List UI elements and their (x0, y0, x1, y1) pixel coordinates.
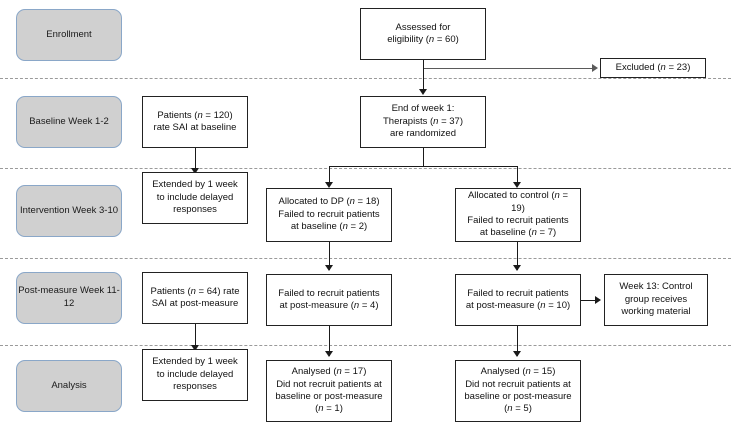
extended-baseline-line-1: Extended by 1 week (152, 179, 238, 191)
analysed-control-line-2: Did not recruit patients at (465, 378, 571, 390)
arrow-down-icon-failed-post-control (513, 265, 521, 271)
analysed-control-line-3: baseline or post-measure (464, 391, 572, 402)
phase-separator-2 (0, 168, 731, 169)
connector-dp-to-post (329, 242, 330, 270)
allocated-dp-line-2: Failed to recruit patients (278, 208, 380, 220)
box-analysed-control: Analysed (n = 15) Did not recruit patien… (455, 360, 581, 422)
week13-line-1: Week 13: Control (619, 281, 693, 293)
assessed-line-2: eligibility (n = 60) (387, 34, 459, 45)
allocated-dp-line-3: at baseline (n = 2) (290, 221, 368, 233)
stage-enrollment-line-1: Enrollment (46, 28, 92, 40)
arrow-right-icon-excluded (592, 64, 598, 72)
box-week13-control-material: Week 13: Control group receives working … (604, 274, 708, 326)
analysed-dp-line-2: Did not recruit patients at (276, 378, 382, 390)
box-patients-rate-sai-baseline: Patients (n = 120) rate SAI at baseline (142, 96, 248, 148)
stage-label-enrollment: Enrollment (16, 9, 122, 61)
failed-post-control-line-1: Failed to recruit patients (467, 287, 569, 299)
analysed-control-line-4: (n = 5) (504, 403, 532, 415)
stage-intervention-line-2: Week 3-10 (72, 204, 119, 216)
patients-baseline-line-2: rate SAI at baseline (153, 122, 237, 133)
connector-failed-dp-to-analysed (329, 326, 330, 356)
randomized-line-2: Therapists (n = 37) (382, 115, 463, 127)
excluded-line-1: Excluded (n = 23) (615, 61, 691, 73)
extended-baseline-line-3: responses (173, 204, 217, 216)
arrow-down-icon-analysed-control (513, 351, 521, 357)
allocated-control-line-1: Allocated to control (n = (467, 190, 569, 202)
box-analysed-dp: Analysed (n = 17) Did not recruit patien… (266, 360, 392, 422)
box-assessed-for-eligibility: Assessed for eligibility (n = 60) (360, 8, 486, 60)
allocated-control-line-4: at baseline (n = 7) (479, 227, 557, 239)
box-allocated-dp: Allocated to DP (n = 18) Failed to recru… (266, 188, 392, 242)
allocated-control-line-2: 19) (511, 202, 525, 214)
arrow-right-icon-week13 (595, 296, 601, 304)
connector-split-right (517, 166, 518, 186)
connector-randomized-down (423, 148, 424, 166)
stage-label-post-measure: Post-measure Week 11-12 (16, 272, 122, 324)
randomized-line-1: End of week 1: (391, 103, 455, 115)
box-patients-rate-sai-post: Patients (n = 64) rate SAI at post-measu… (142, 272, 248, 324)
extended-baseline-line-2: to include delayed (156, 191, 234, 203)
patients-baseline-line-1: Patients (n = 120) (157, 109, 233, 121)
box-failed-post-dp: Failed to recruit patients at post-measu… (266, 274, 392, 326)
patients-post-line-1: Patients (n = 64) rate (150, 285, 240, 297)
stage-label-analysis: Analysis (16, 360, 122, 412)
extended-post-line-2: to include delayed (156, 368, 234, 380)
box-failed-post-control: Failed to recruit patients at post-measu… (455, 274, 581, 326)
box-extended-baseline: Extended by 1 week to include delayed re… (142, 172, 248, 224)
failed-post-control-line-2: at post-measure (n = 10) (465, 300, 571, 311)
connector-failed-control-to-analysed (517, 326, 518, 356)
stage-post-measure-line-2: Week 11-12 (63, 285, 120, 309)
week13-line-3: working material (621, 306, 691, 318)
stage-baseline-line-2: Week 1-2 (68, 115, 109, 127)
analysed-dp-line-4: (n = 1) (315, 403, 343, 415)
connector-control-to-week13 (581, 300, 596, 301)
connector-control-to-post (517, 242, 518, 270)
analysed-dp-line-1: Analysed (n = 17) (291, 366, 367, 378)
connector-post-to-extended (195, 324, 196, 347)
extended-post-line-3: responses (173, 381, 217, 393)
stage-label-baseline: Baseline Week 1-2 (16, 96, 122, 148)
arrow-down-icon-analysed-dp (325, 351, 333, 357)
box-allocated-control: Allocated to control (n = 19) Failed to … (455, 188, 581, 242)
allocated-dp-line-1: Allocated to DP (n = 18) (278, 196, 380, 208)
extended-post-line-1: Extended by 1 week (152, 356, 238, 368)
arrow-down-icon-allocated-dp (325, 182, 333, 188)
arrow-down-icon-randomized (419, 89, 427, 95)
arrow-down-icon-extended-post (191, 345, 199, 351)
phase-separator-1 (0, 78, 731, 79)
box-extended-post: Extended by 1 week to include delayed re… (142, 349, 248, 401)
arrow-down-icon-extended-baseline (191, 168, 199, 174)
connector-split-left (329, 166, 330, 186)
failed-post-dp-line-2: at post-measure (n = 4) (279, 300, 379, 311)
assessed-line-1: Assessed for (395, 21, 451, 33)
stage-analysis-line-1: Analysis (51, 379, 87, 391)
patients-post-line-2: SAI at post-measure (151, 298, 239, 309)
arrow-down-icon-allocated-control (513, 182, 521, 188)
failed-post-dp-line-1: Failed to recruit patients (278, 287, 380, 299)
week13-line-2: group receives (624, 293, 688, 305)
phase-separator-4 (0, 345, 731, 346)
box-therapists-randomized: End of week 1: Therapists (n = 37) are r… (360, 96, 486, 148)
analysed-dp-line-3: baseline or post-measure (275, 391, 383, 402)
connector-assessed-down-stub (423, 60, 424, 68)
arrow-down-icon-failed-post-dp (325, 265, 333, 271)
allocated-control-line-3: Failed to recruit patients (467, 215, 569, 226)
connector-assessed-to-randomized (423, 68, 424, 90)
connector-baseline-to-extended (195, 148, 196, 170)
stage-post-measure-line-1: Post-measure (18, 285, 78, 297)
stage-label-intervention: Intervention Week 3-10 (16, 185, 122, 237)
box-excluded: Excluded (n = 23) (600, 58, 706, 78)
analysed-control-line-1: Analysed (n = 15) (480, 366, 556, 378)
stage-intervention-line-1: Intervention (19, 204, 70, 216)
randomized-line-3: are randomized (389, 128, 456, 140)
phase-separator-3 (0, 258, 731, 259)
stage-baseline-line-1: Baseline (29, 115, 66, 127)
connector-assessed-to-excluded (423, 68, 593, 69)
connector-randomized-split (329, 166, 517, 167)
